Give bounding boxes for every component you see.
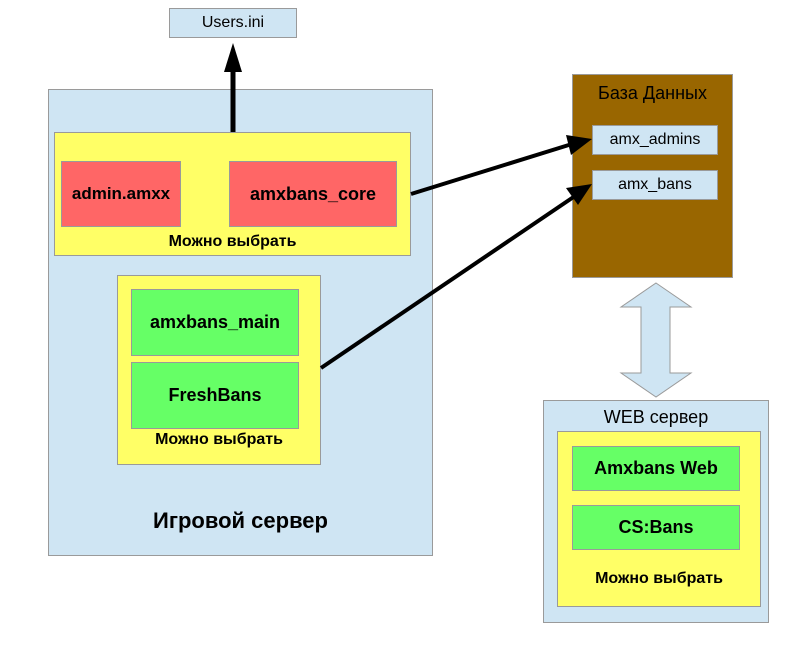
table-amx-bans-label: amx_bans (618, 176, 692, 193)
module-amxbans-core-label: amxbans_core (249, 183, 377, 204)
double-arrow-db-web (619, 282, 693, 398)
table-amx-admins-label: amx_admins (609, 131, 701, 148)
game-server-title: Игровой сервер (153, 508, 328, 533)
database-title: База Данных (598, 83, 707, 103)
module-admin-amxx-label: admin.amxx (71, 184, 171, 203)
web-csbans-label: CS:Bans (618, 517, 694, 537)
web-csbans: CS:Bans (572, 505, 740, 550)
users-ini-label: Users.ini (201, 14, 265, 31)
module-amxbans-core: amxbans_core (229, 161, 397, 227)
web-amxbans-web: Amxbans Web (572, 446, 740, 491)
choice-group-web-caption: Можно выбрать (595, 570, 723, 587)
choice-group-main-caption: Можно выбрать (155, 431, 283, 448)
users-ini-box: Users.ini (169, 8, 297, 38)
choice-group-core-caption: Можно выбрать (168, 233, 297, 250)
module-amxbans-main-label: amxbans_main (149, 312, 281, 332)
arrow-core-to-admins (410, 142, 573, 196)
module-freshbans: FreshBans (131, 362, 299, 429)
table-amx-admins: amx_admins (592, 125, 718, 155)
table-amx-bans: amx_bans (592, 170, 718, 200)
web-server-title: WEB сервер (603, 407, 709, 427)
arrowhead-users-ini (224, 43, 242, 72)
module-freshbans-label: FreshBans (168, 385, 262, 405)
web-amxbans-web-label: Amxbans Web (594, 458, 718, 478)
module-amxbans-main: amxbans_main (131, 289, 299, 356)
module-admin-amxx: admin.amxx (61, 161, 181, 227)
